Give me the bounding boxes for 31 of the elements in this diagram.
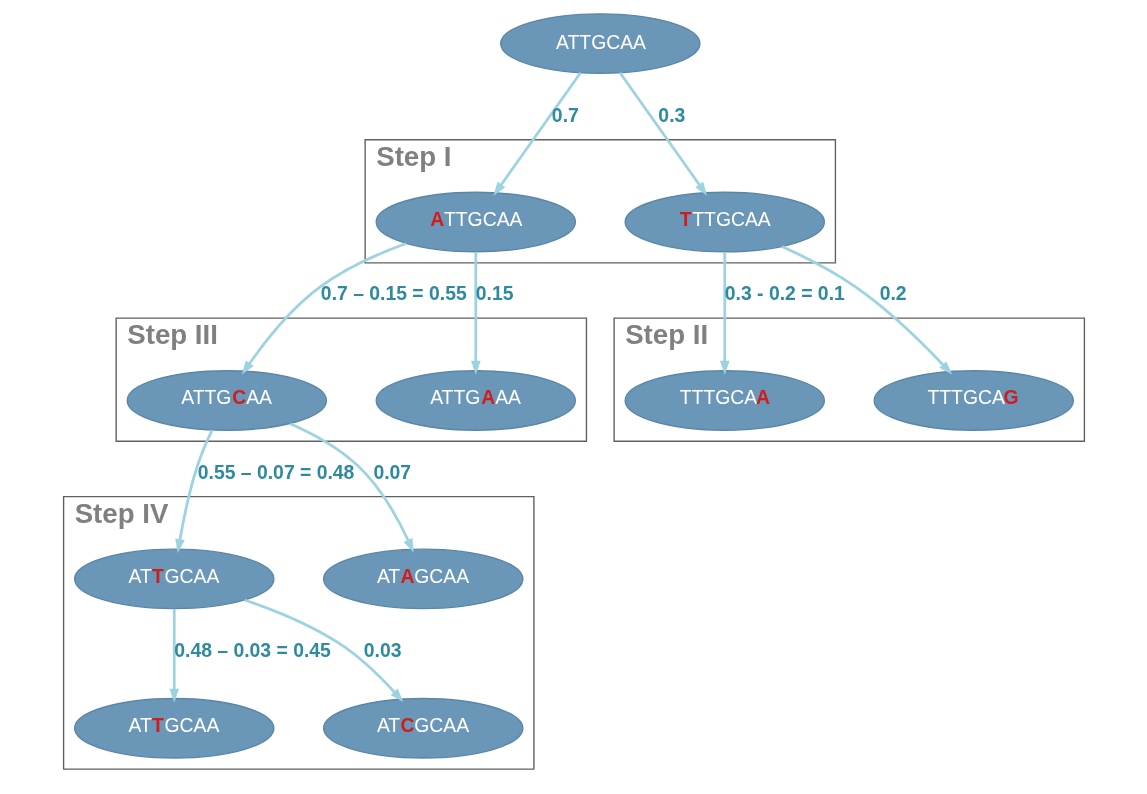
node-ellipse: ATTGCAA	[126, 370, 327, 431]
edge-label: 0.7	[551, 104, 579, 127]
node-ellipse: ATTGCAA	[499, 13, 701, 74]
arrow	[618, 72, 707, 196]
arrow	[492, 72, 582, 196]
node-ellipse: ATTGCAA	[375, 191, 576, 253]
node-ellipse: ATTGAAA	[375, 370, 576, 431]
node-ellipse: ATTGCAA	[73, 697, 275, 759]
arrow	[289, 422, 414, 553]
edge-label: 0.7 – 0.15 = 0.55	[320, 282, 467, 305]
arrow	[243, 598, 403, 703]
arrow	[241, 242, 407, 375]
edge-label: 0.15	[475, 282, 513, 305]
arrow	[470, 252, 481, 375]
node-ellipse: ATAGCAA	[322, 548, 523, 610]
node-ellipse: ATCGCAA	[322, 697, 523, 759]
edge-label: 0.55 – 0.07 = 0.48	[197, 460, 354, 483]
edge-label: 0.03	[363, 639, 401, 662]
edge-label: 0.07	[372, 460, 411, 483]
node-ellipse: TTTGCAA	[624, 191, 825, 253]
edge-label: 0.3	[657, 104, 685, 127]
edge-label: 0.3 - 0.2 = 0.1	[724, 282, 845, 305]
edge-label: 0.48 – 0.03 = 0.45	[173, 639, 331, 662]
edge-label: 0.2	[879, 282, 907, 305]
node-ellipse: TTTGCAA	[624, 370, 825, 431]
arrow	[719, 252, 730, 375]
node-ellipse: TTTGCAG	[872, 370, 1074, 431]
arrow	[168, 608, 179, 703]
arrow	[780, 245, 952, 375]
arrow	[174, 429, 213, 553]
node-ellipse: ATTGCAA	[73, 548, 275, 610]
